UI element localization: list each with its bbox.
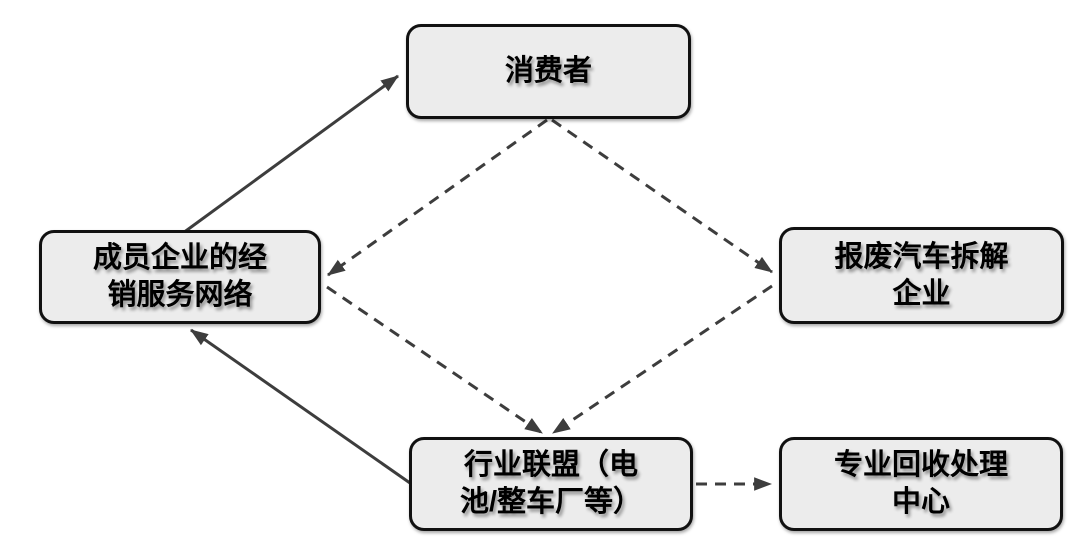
- edge-alliance-to-dealer-network: [190, 328, 411, 485]
- edge-dismantler-to-alliance: [552, 284, 773, 435]
- edge-consumer-to-dismantler: [551, 118, 773, 274]
- node-consumer: 消费者: [406, 24, 691, 119]
- edge-dealer-network-to-consumer: [182, 74, 399, 235]
- edge-consumer-to-dealer-network: [327, 118, 548, 277]
- edge-dealer-network-to-alliance: [326, 285, 543, 435]
- node-dealer-network: 成员企业的经 销服务网络: [39, 230, 321, 324]
- node-alliance: 行业联盟（电 池/整车厂等）: [409, 437, 693, 531]
- node-dismantler: 报废汽车拆解 企业: [779, 227, 1064, 324]
- node-recycling-center: 专业回收处理 中心: [779, 437, 1063, 531]
